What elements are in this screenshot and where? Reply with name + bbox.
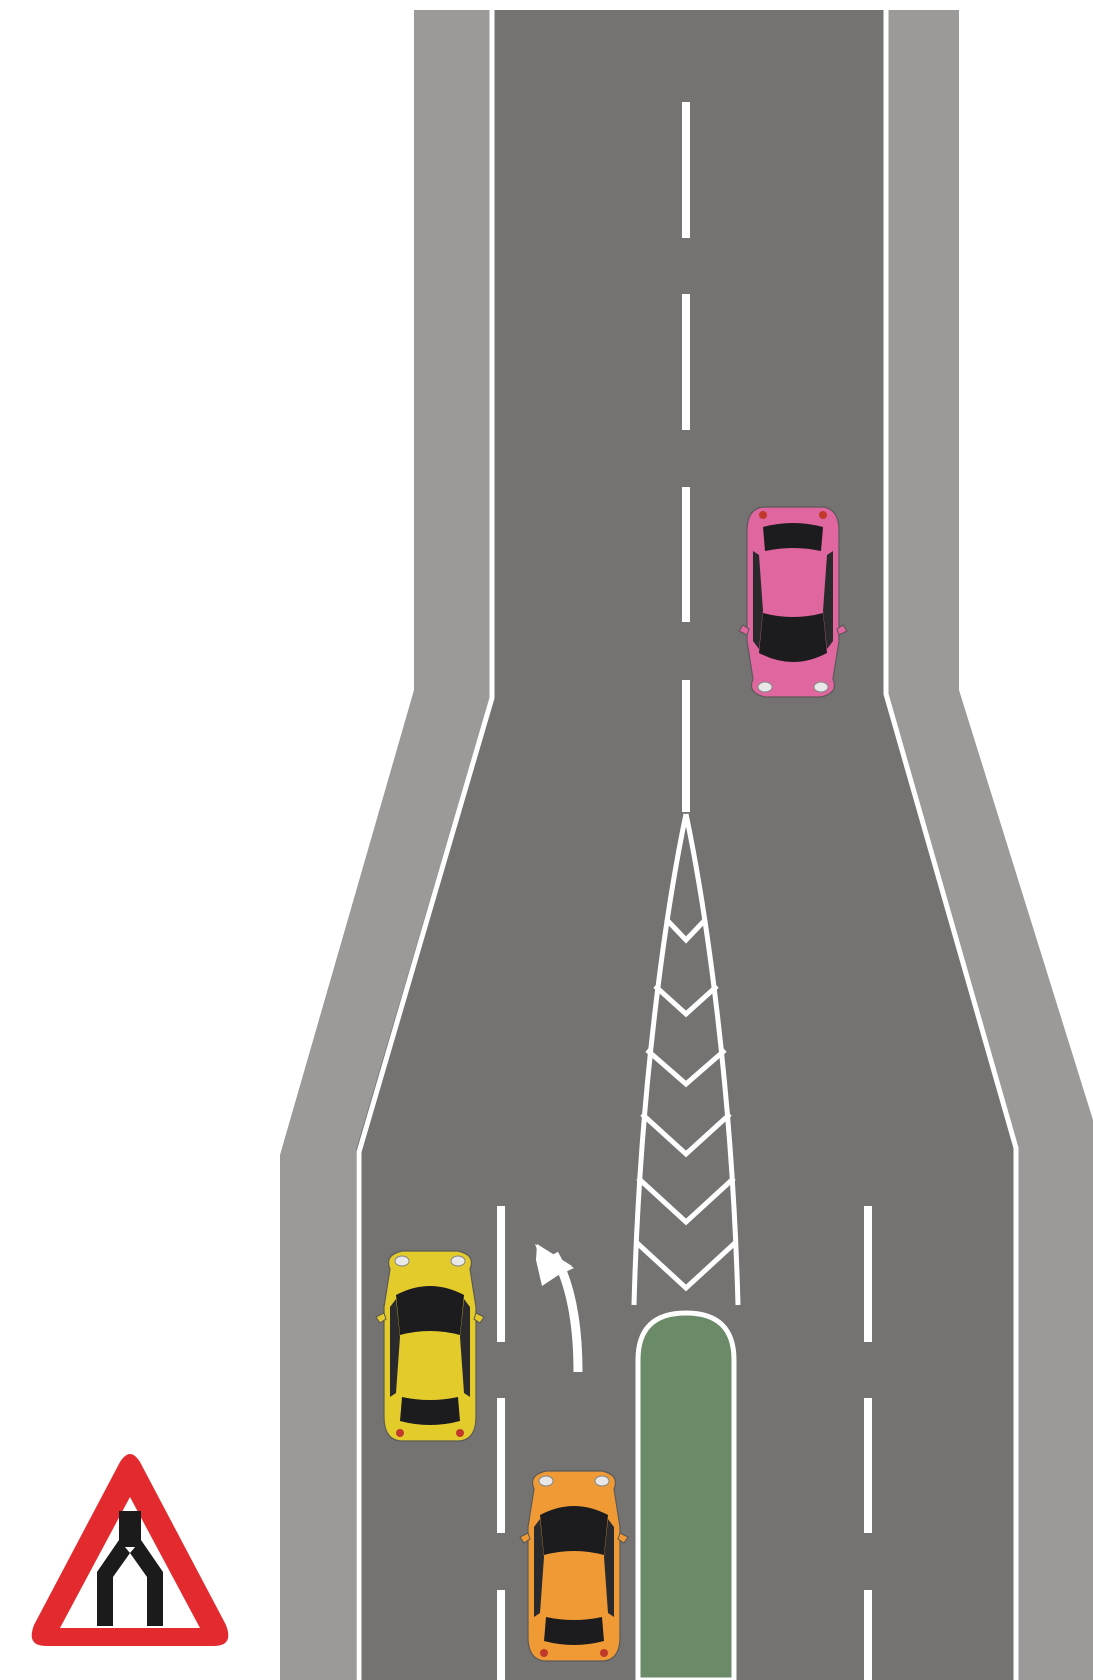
car-yellow xyxy=(376,1251,484,1441)
central-reservation xyxy=(638,1313,734,1680)
car-pink xyxy=(739,507,847,697)
car-orange xyxy=(520,1471,628,1661)
warning-sign-icon xyxy=(32,1454,229,1646)
